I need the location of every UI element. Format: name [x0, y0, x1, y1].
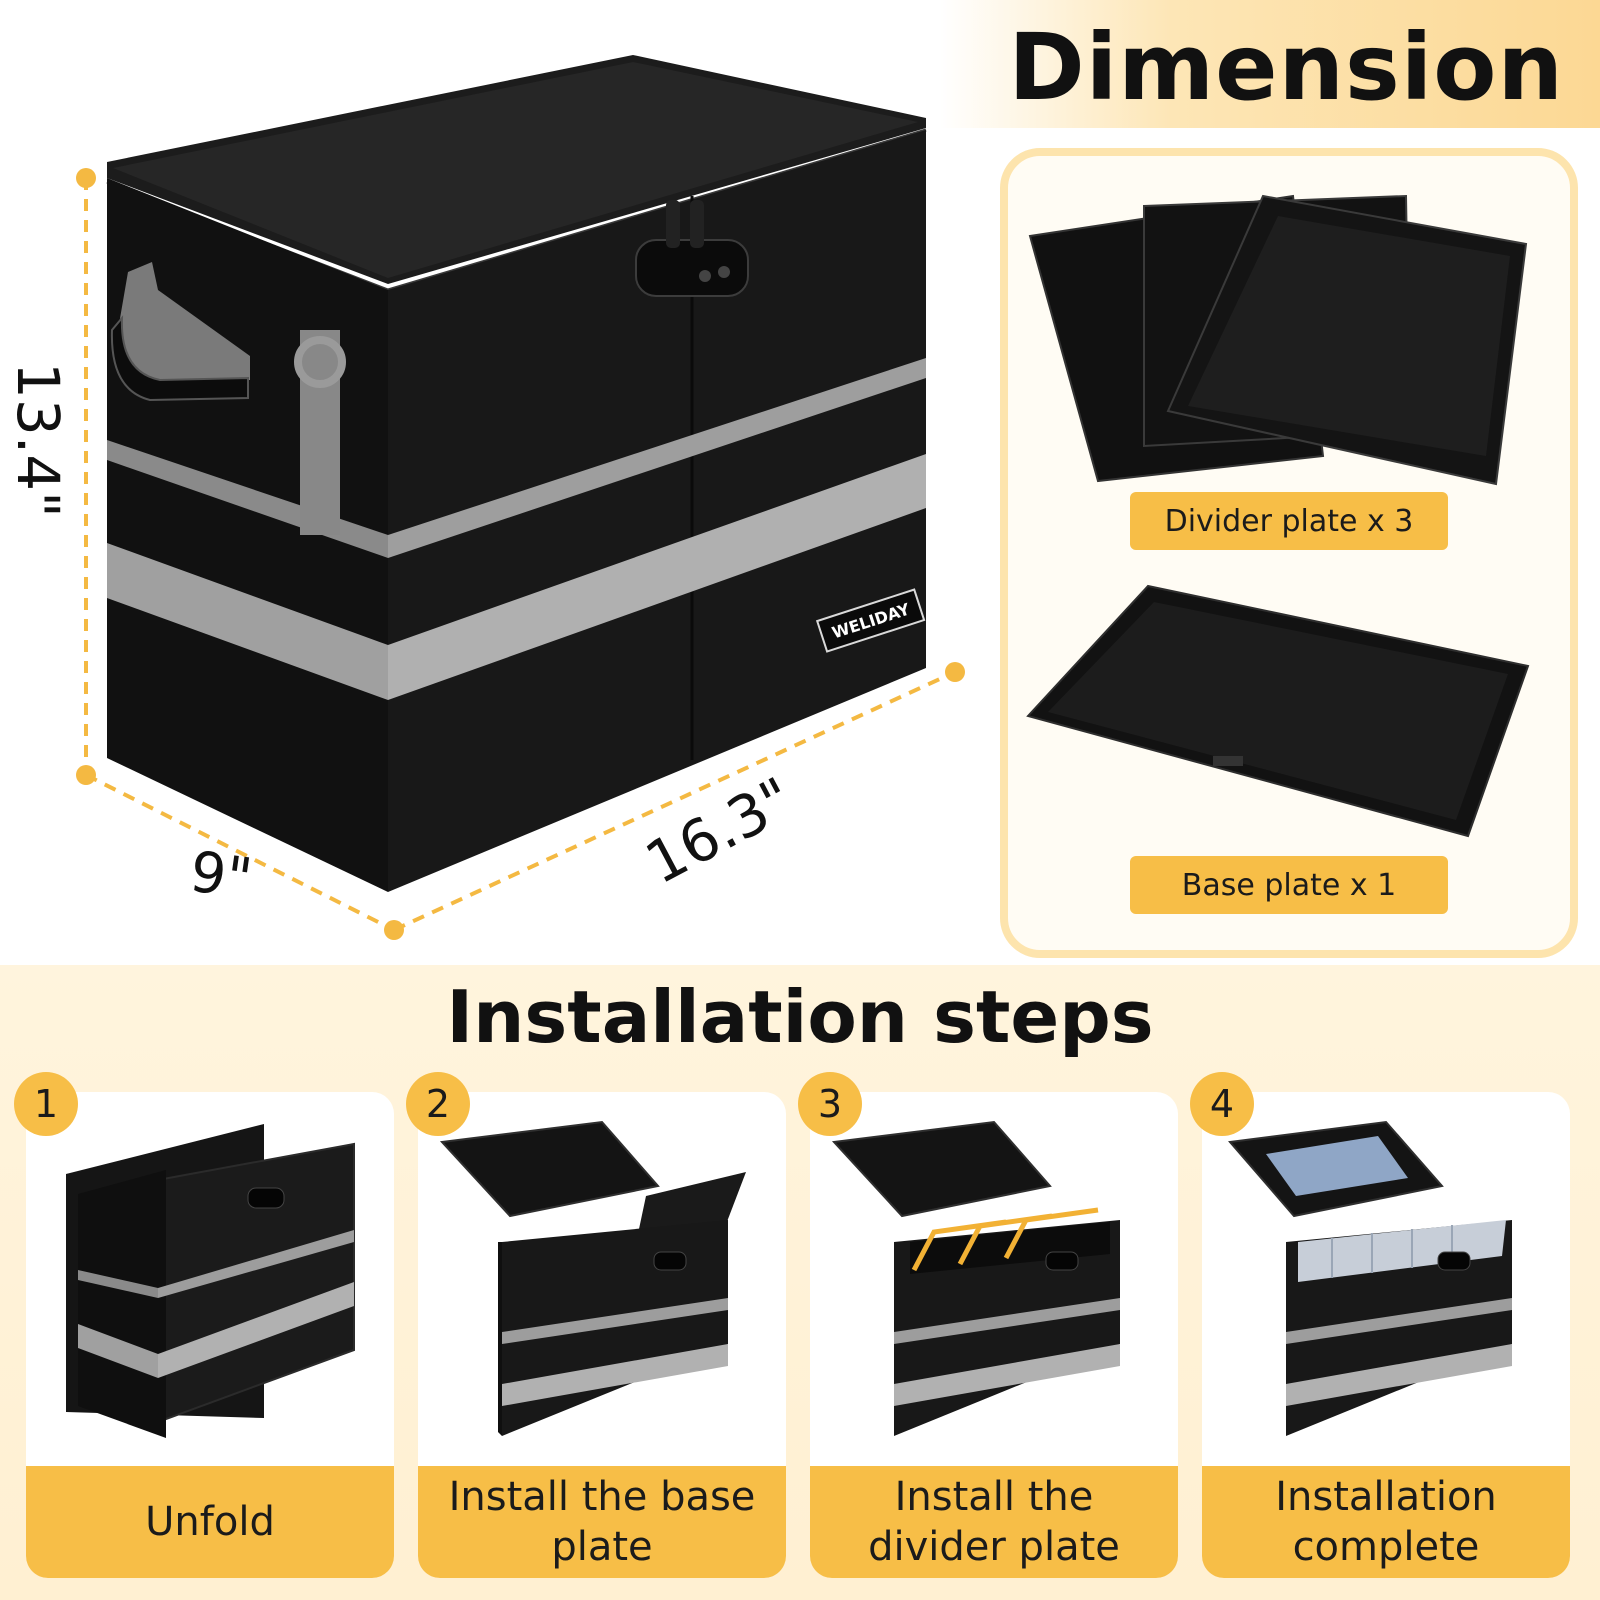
depth-guide-line: [85, 773, 395, 932]
step-card-install-base: Install the base plate: [418, 1092, 786, 1578]
reflective-stripe-side-lower: [107, 543, 388, 700]
step-4-illustration: [1228, 1120, 1512, 1436]
step-1-illustration: [66, 1124, 355, 1438]
installation-title: Installation steps: [446, 975, 1154, 1059]
title-banner: Dimension: [940, 0, 1600, 128]
base-plate-illustration: [1026, 584, 1530, 838]
step-caption: Install the base plate: [418, 1466, 786, 1578]
brand-tag: WELIDAY: [815, 588, 926, 653]
width-dimension-label: 16.3": [635, 764, 805, 897]
step-card-complete: Installation complete: [1202, 1092, 1570, 1578]
page-title: Dimension: [1008, 14, 1564, 121]
step-number-badge: 1: [14, 1072, 78, 1136]
d-ring: [294, 336, 346, 388]
step-caption: Install the divider plate: [810, 1466, 1178, 1578]
step-3-illustration: [831, 1120, 1120, 1436]
base-plate-label: Base plate x 1: [1130, 856, 1448, 914]
divider-plate-illustration: [1028, 194, 1528, 486]
handle-strap: [300, 330, 340, 535]
box-lid-surface: [113, 62, 918, 278]
guide-dot: [945, 662, 965, 682]
divider-highlight: [911, 1207, 1099, 1272]
step-2-illustration: [439, 1120, 746, 1436]
height-dimension-label: 13.4": [4, 362, 72, 518]
box-front-panel: [388, 130, 926, 892]
depth-dimension-label: 9": [186, 839, 256, 912]
guide-dot: [384, 920, 404, 940]
step-caption: Unfold: [26, 1466, 394, 1578]
step-card-install-divider: Install the divider plate: [810, 1092, 1178, 1578]
side-handle: [110, 262, 346, 535]
reflective-stripe-lower: [388, 454, 926, 700]
step-card-unfold: Unfold: [26, 1092, 394, 1578]
step-number-badge: 2: [406, 1072, 470, 1136]
product-dimension-illustration: WELIDAY 13.4" 9" 16.3": [4, 55, 965, 940]
divider-plate-label: Divider plate x 3: [1130, 492, 1448, 550]
accessory-illustrations: [1026, 194, 1530, 838]
combination-lock-icon: [635, 200, 749, 297]
step-number-badge: 4: [1190, 1072, 1254, 1136]
guide-dot: [76, 168, 96, 188]
reflective-stripe-upper: [388, 358, 926, 558]
width-guide-line: [393, 670, 956, 932]
step-number-badge: 3: [798, 1072, 862, 1136]
dimension-guides: [84, 178, 956, 932]
guide-dot: [76, 765, 96, 785]
step-caption: Installation complete: [1202, 1466, 1570, 1578]
accessory-panel: Divider plate x 3 Base plate x 1: [1000, 148, 1578, 958]
